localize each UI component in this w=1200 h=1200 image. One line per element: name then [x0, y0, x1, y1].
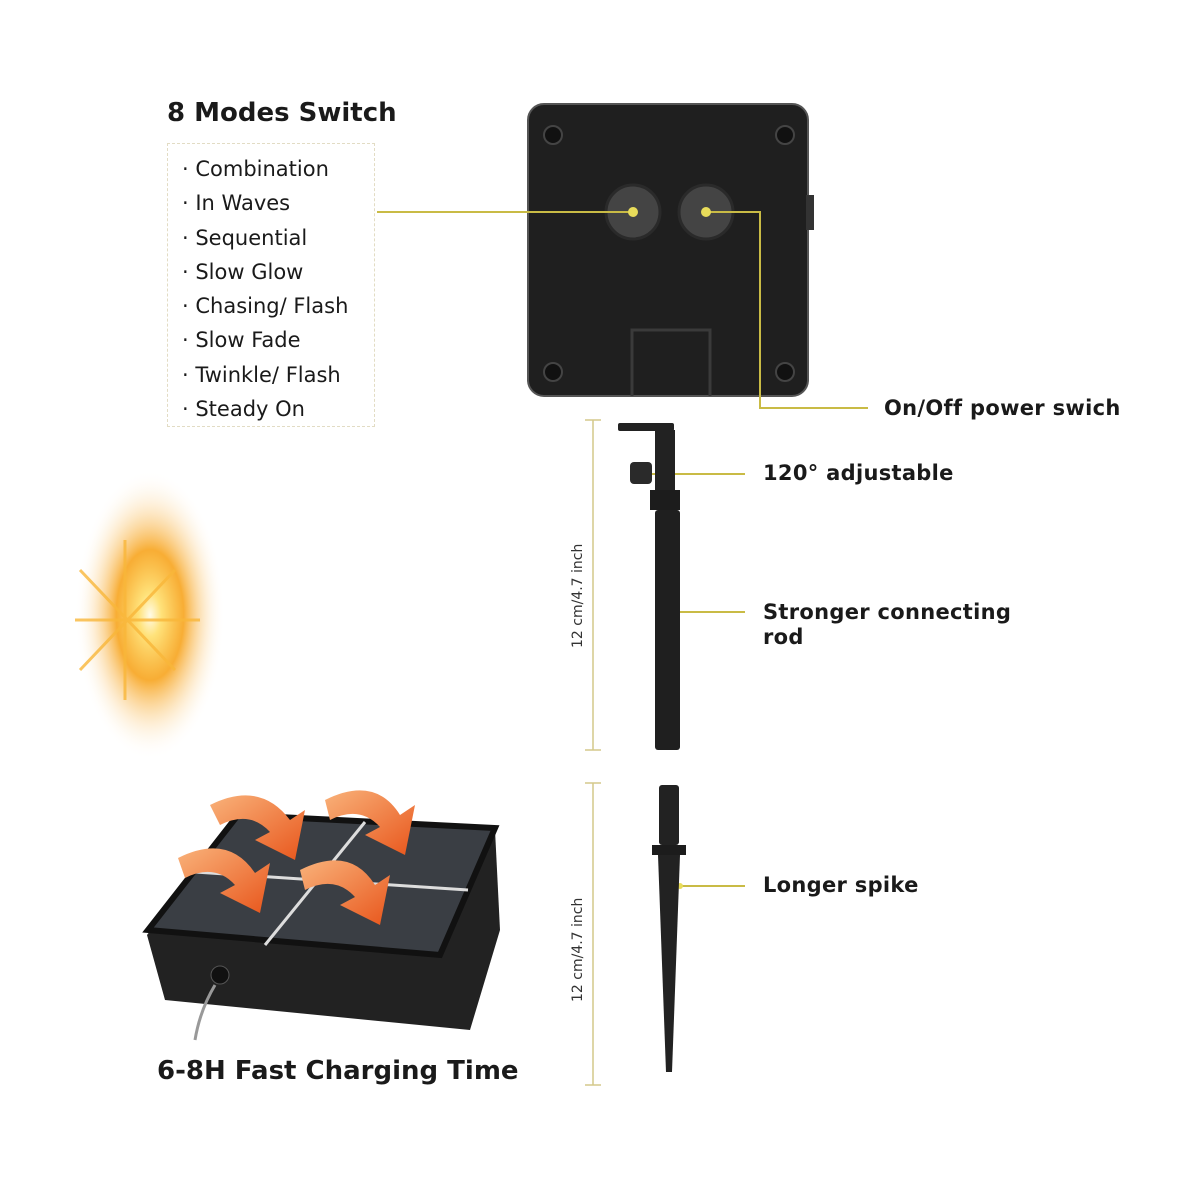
mode-item: · Combination [182, 157, 329, 181]
solar-panel [142, 790, 500, 1041]
mode-item: · Twinkle/ Flash [182, 362, 341, 387]
charging-time-label: 6-8H Fast Charging Time [157, 1056, 519, 1086]
dimension-lines [585, 419, 601, 1086]
mode-item: · In Waves [182, 191, 291, 216]
rod-label-line2: rod [763, 625, 804, 649]
mode-item: · Slow Glow [182, 259, 304, 284]
rod-dimension: 12 cm/4.7 inch [570, 543, 586, 648]
spike-dimension: 12 cm/4.7 inch [570, 897, 586, 1002]
sun-icon [75, 470, 225, 760]
mode-item: · Slow Fade [182, 328, 301, 353]
power-switch-label: On/Off power swich [884, 396, 1121, 420]
mode-item: · Sequential [182, 225, 308, 250]
spike-label: Longer spike [763, 873, 919, 897]
controller-box [527, 103, 814, 397]
sunlight-arrow-icons [178, 790, 415, 925]
spike [652, 785, 686, 1072]
adjustable-label: 120° adjustable [763, 461, 954, 485]
modes-title: 8 Modes Switch [167, 98, 397, 128]
modes-list: · Combination · In Waves · Sequential · … [167, 143, 375, 427]
rod-label-line1: Stronger connecting [763, 600, 1012, 624]
leader-lines [377, 211, 868, 887]
mode-item: · Chasing/ Flash [182, 294, 349, 319]
mode-item: · Steady On [182, 397, 305, 422]
connecting-rod [618, 423, 680, 750]
